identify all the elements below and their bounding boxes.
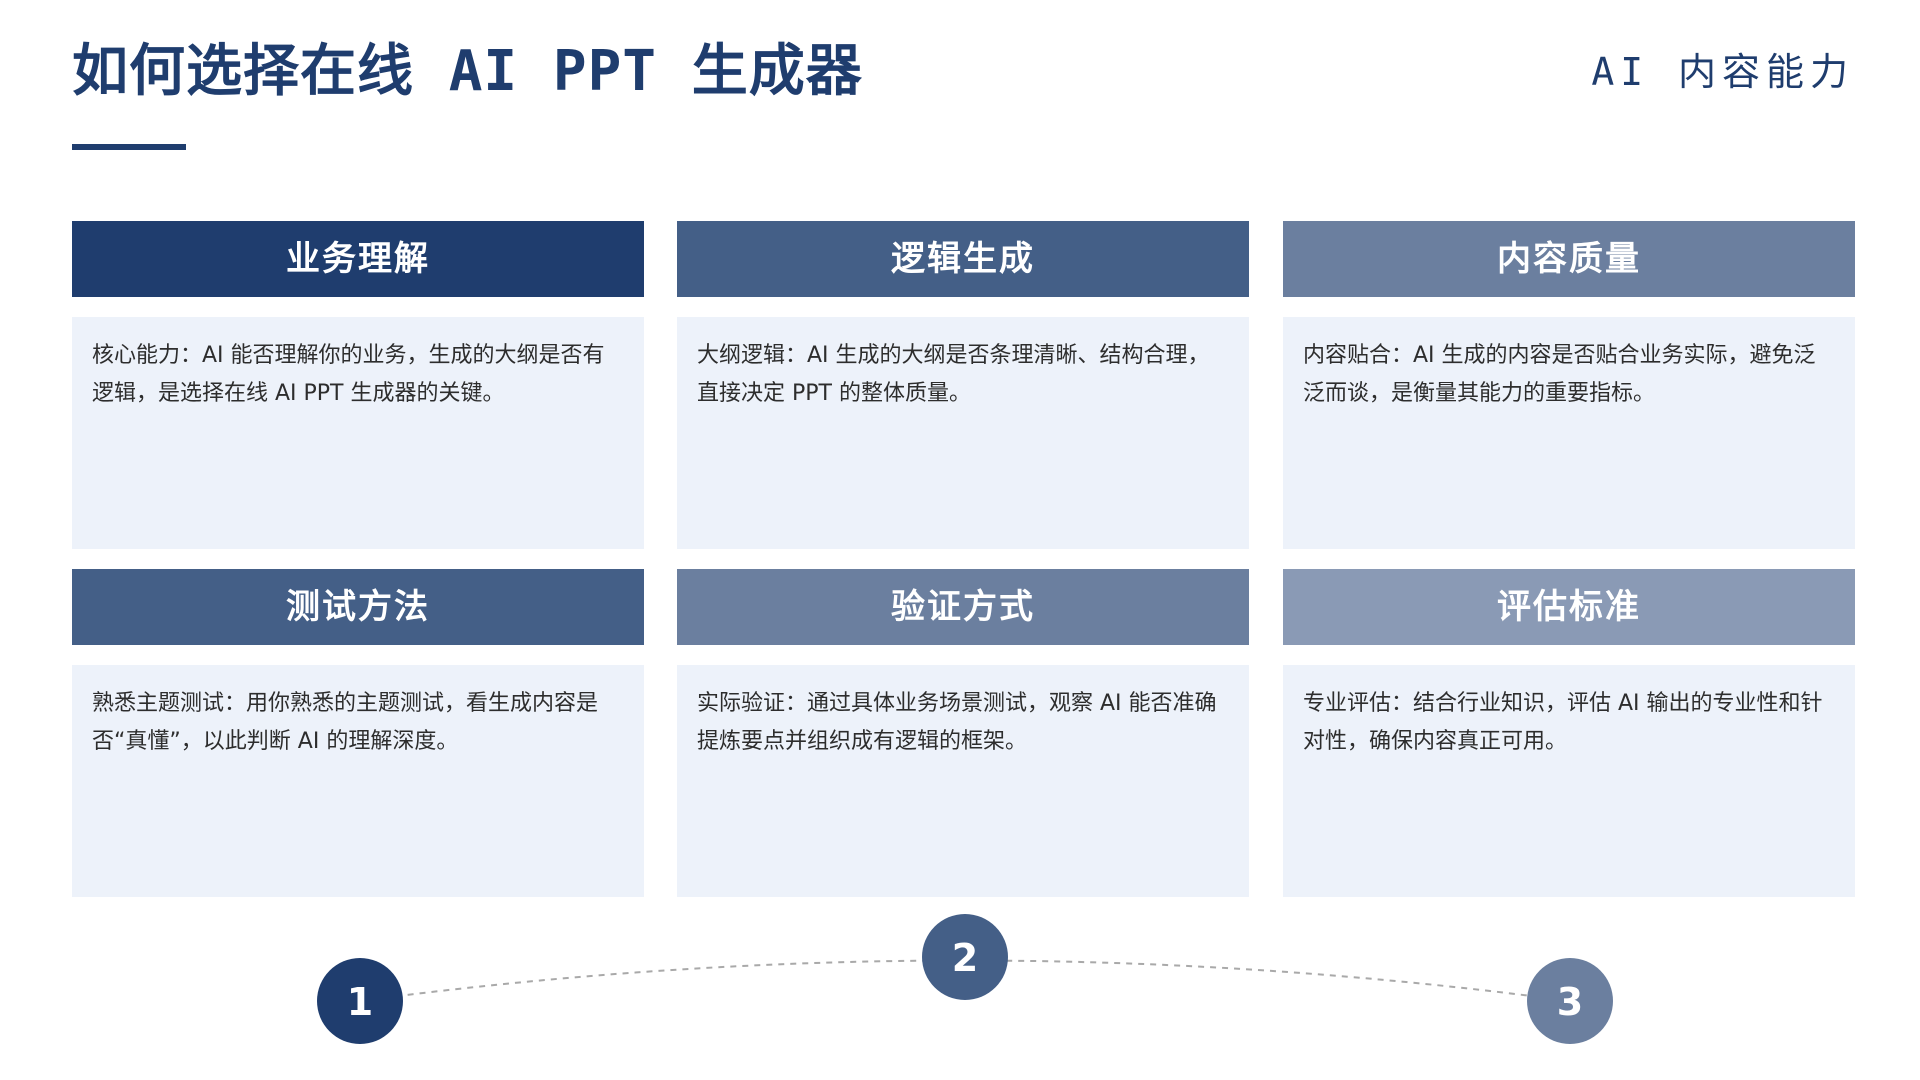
step-number: 2 [952,936,978,980]
card-business-understanding: 业务理解 核心能力：AI 能否理解你的业务，生成的大纲是否有逻辑，是选择在线 A… [72,221,644,549]
step-marker-2: 2 [922,914,1008,1000]
card-verification: 验证方式 实际验证：通过具体业务场景测试，观察 AI 能否准确提炼要点并组织成有… [677,569,1249,897]
step-connector [359,959,1571,1002]
card-text: 专业评估：结合行业知识，评估 AI 输出的专业性和针对性，确保内容真正可用。 [1283,665,1855,897]
title-underline [72,144,186,150]
section-tag: AI 内容能力 [1591,50,1854,94]
card-text: 内容贴合：AI 生成的内容是否贴合业务实际，避免泛泛而谈，是衡量其能力的重要指标… [1283,317,1855,549]
card-content-quality: 内容质量 内容贴合：AI 生成的内容是否贴合业务实际，避免泛泛而谈，是衡量其能力… [1283,221,1855,549]
card-header: 逻辑生成 [677,221,1249,297]
card-header: 内容质量 [1283,221,1855,297]
step-number: 3 [1557,980,1583,1024]
card-header: 评估标准 [1283,569,1855,645]
step-timeline: 1 2 3 [317,914,1613,1044]
step-marker-1: 1 [317,958,403,1044]
page-title: 如何选择在线 AI PPT 生成器 [72,39,863,104]
card-logic-generation: 逻辑生成 大纲逻辑：AI 生成的大纲是否条理清晰、结构合理，直接决定 PPT 的… [677,221,1249,549]
card-text: 熟悉主题测试：用你熟悉的主题测试，看生成内容是否“真懂”，以此判断 AI 的理解… [72,665,644,897]
card-test-method: 测试方法 熟悉主题测试：用你熟悉的主题测试，看生成内容是否“真懂”，以此判断 A… [72,569,644,897]
card-text: 核心能力：AI 能否理解你的业务，生成的大纲是否有逻辑，是选择在线 AI PPT… [72,317,644,549]
card-text: 大纲逻辑：AI 生成的大纲是否条理清晰、结构合理，直接决定 PPT 的整体质量。 [677,317,1249,549]
step-marker-3: 3 [1527,958,1613,1044]
card-evaluation-criteria: 评估标准 专业评估：结合行业知识，评估 AI 输出的专业性和针对性，确保内容真正… [1283,569,1855,897]
card-header: 验证方式 [677,569,1249,645]
card-header: 业务理解 [72,221,644,297]
step-number: 1 [347,980,373,1024]
card-text: 实际验证：通过具体业务场景测试，观察 AI 能否准确提炼要点并组织成有逻辑的框架… [677,665,1249,897]
card-header: 测试方法 [72,569,644,645]
